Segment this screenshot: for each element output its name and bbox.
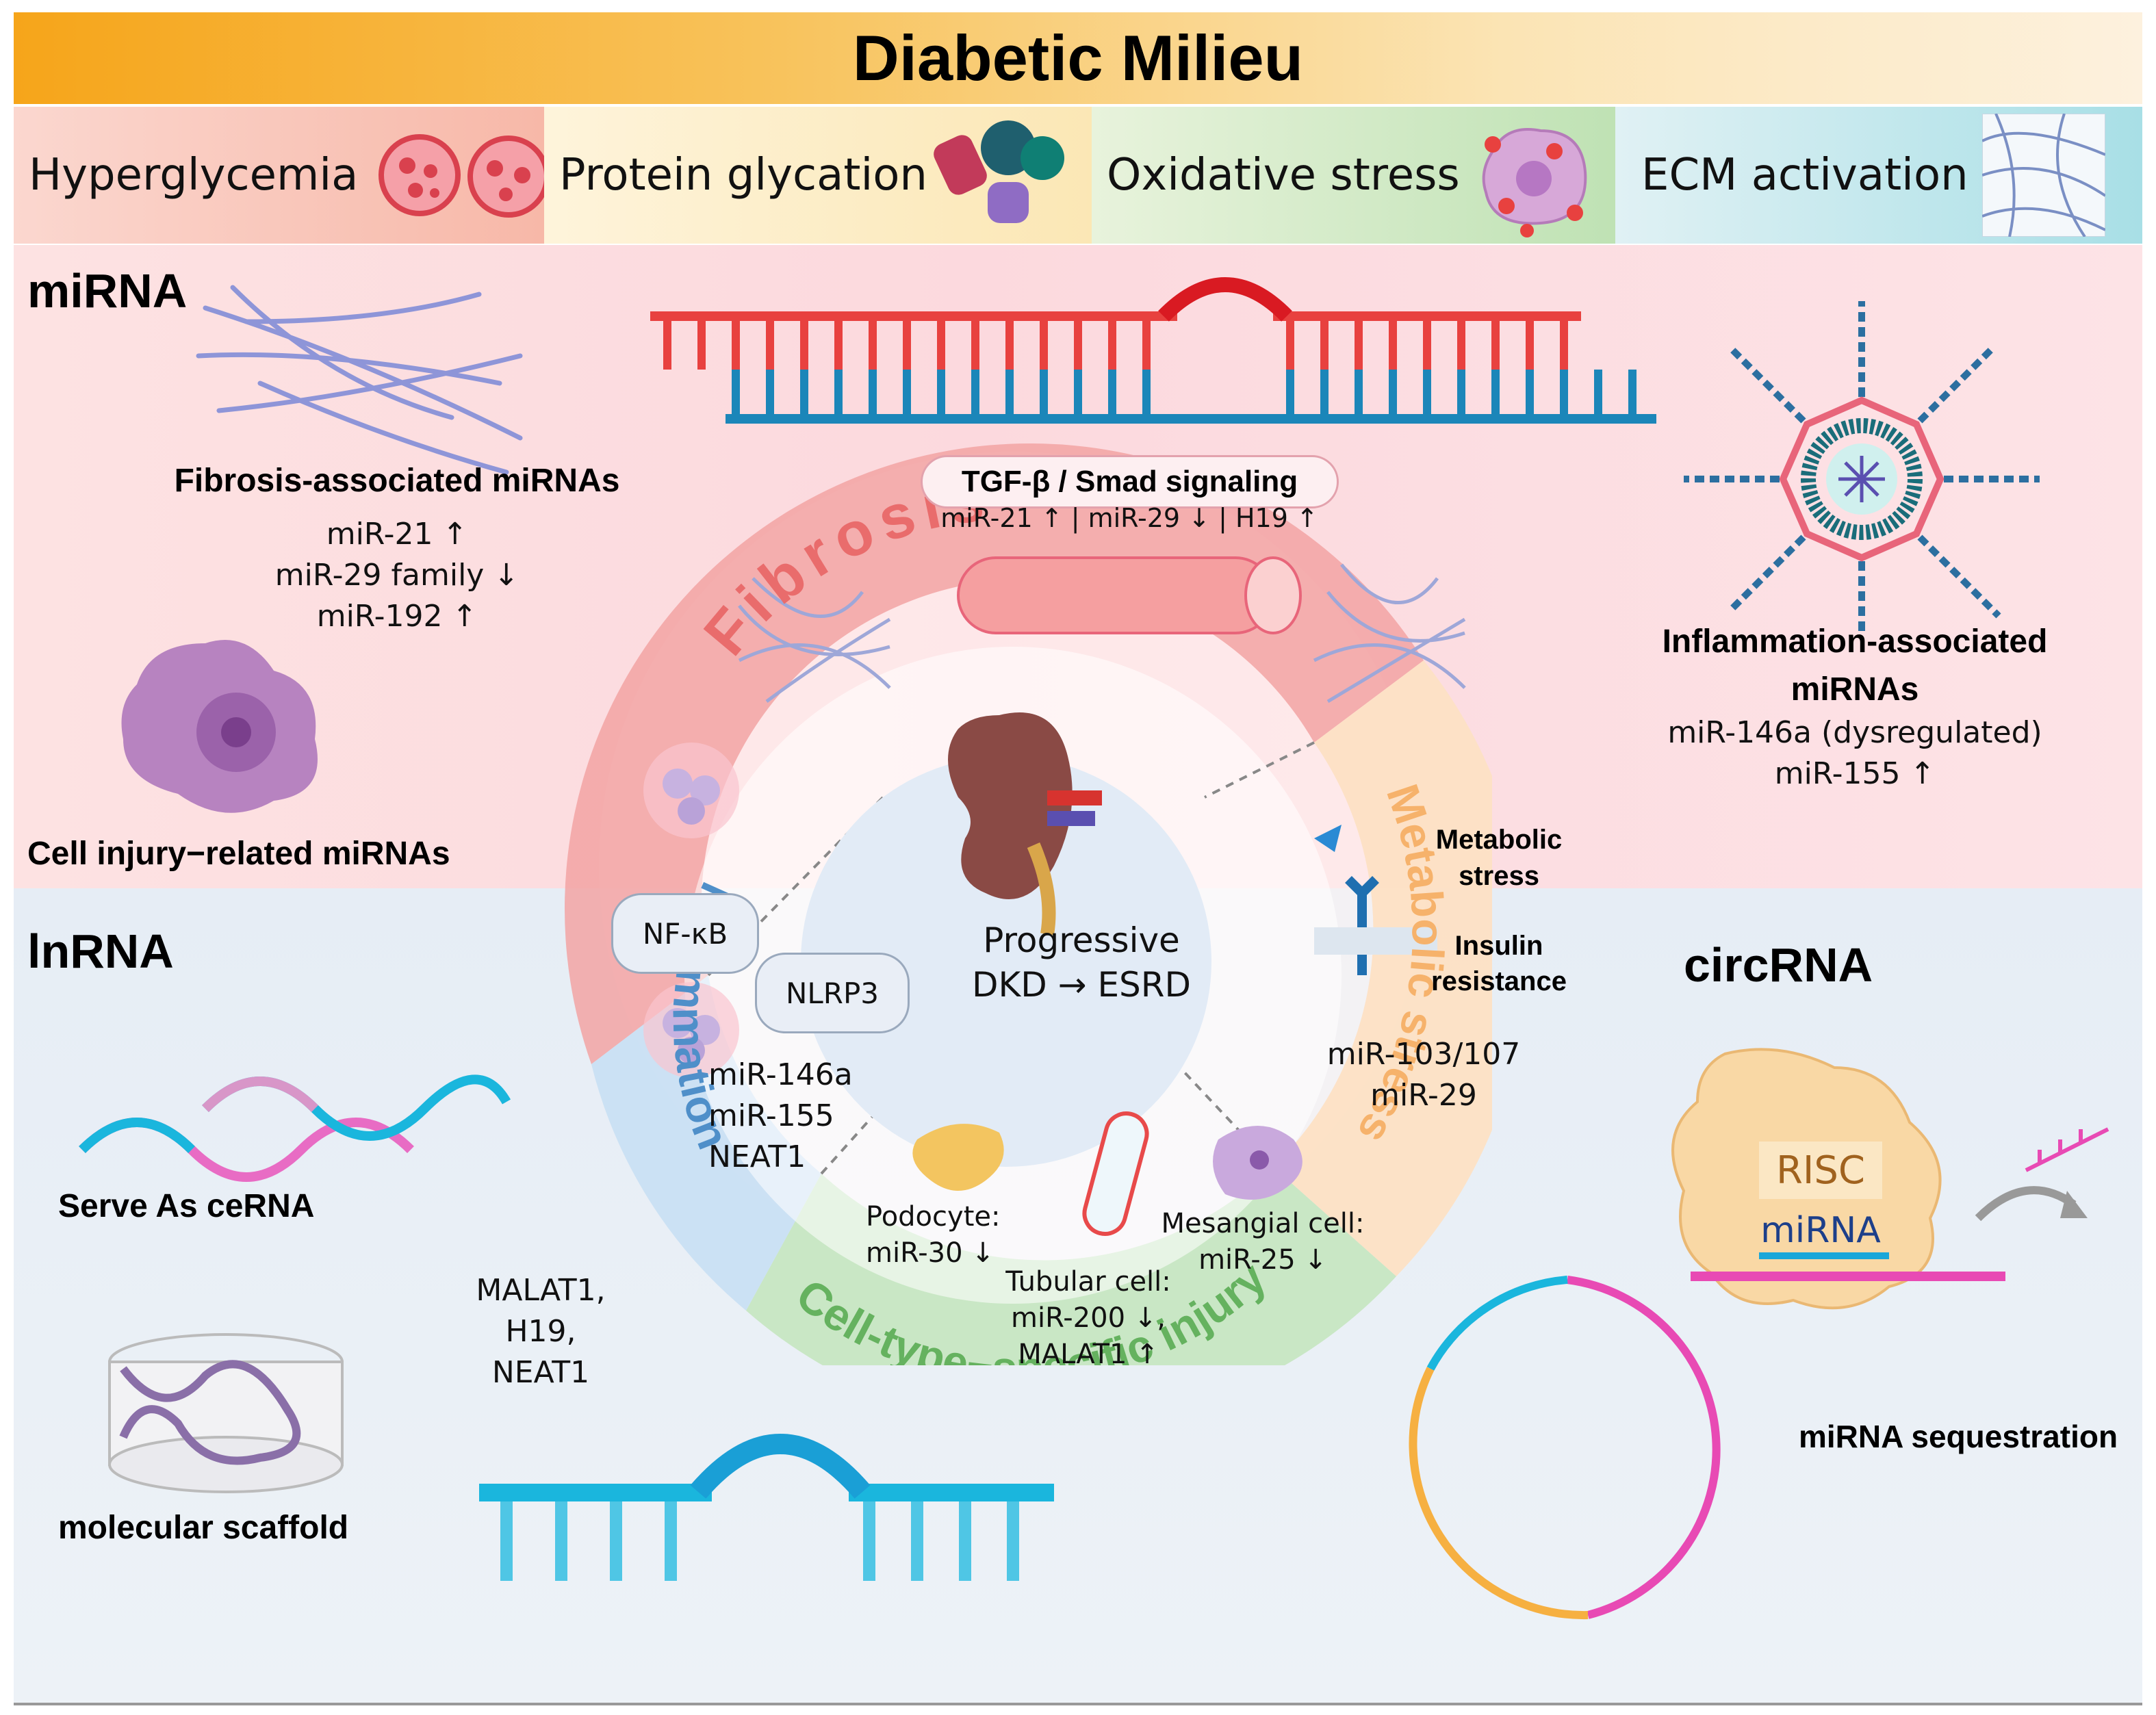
fibrosis-mirna-title: Fibrosis-associated miRNAs (174, 463, 620, 499)
fiber-bundle-icon (196, 285, 523, 475)
center-line-1: Progressive (983, 920, 1180, 960)
title-banner: Diabetic Milieu (14, 12, 2142, 104)
risc-box: RISC (1759, 1142, 1882, 1199)
metabolic-stress-label-2: stress (1459, 861, 1539, 891)
factor-label: Protein glycation (559, 150, 927, 201)
factor-oxidative-stress: Oxidative stress (1092, 107, 1615, 244)
factor-hyperglycemia: Hyperglycemia (14, 107, 544, 244)
insulin-resistance-label-1: Insulin (1454, 931, 1543, 961)
red-blood-cells-icon (378, 134, 544, 218)
center-line-2: DKD → ESRD (971, 965, 1192, 1005)
sequestration-label: miRNA sequestration (1799, 1419, 2118, 1454)
center-circle (801, 756, 1211, 1167)
fiber-mesh-icon (1981, 114, 2105, 237)
insulin-resistance-label-2: resistance (1431, 966, 1567, 996)
factor-protein-glycation: Protein glycation (544, 107, 1092, 244)
rna-duplex-icon (650, 277, 1656, 424)
inflam-mirna-1: miR-146a (708, 1057, 853, 1092)
inflammation-mirna-1: miR-146a (dysregulated) (1667, 715, 2042, 750)
metabolic-segment (1273, 660, 1492, 1276)
inflam-mirna-2: miR-155 (708, 1098, 834, 1133)
inflam-mirna-3: NEAT1 (708, 1139, 806, 1174)
insulin-receptor-icon (1314, 825, 1437, 975)
immune-cells-icon (643, 743, 739, 1078)
damaged-cell-icon (1482, 128, 1587, 237)
inflammation-mirna-title-2: miRNAs (1791, 671, 1919, 708)
pathway-wheel: Fibrosis Metabolic stress Inflammation C… (564, 443, 1492, 1365)
podocyte-icon (912, 1124, 1004, 1191)
inflammation-mirna-title-1: Inflammation-associated (1662, 623, 2048, 660)
mesangial-cell-icon (1213, 1126, 1302, 1200)
cerna-wave-icon (79, 1074, 511, 1182)
bottom-rule (14, 1703, 2142, 1705)
fibrosis-mirna-1: miR-21 ↑ (326, 517, 468, 552)
lnrna-name-2: H19, (505, 1314, 576, 1349)
lnrna-name-3: NEAT1 (491, 1355, 590, 1390)
mesangial-label: Mesangial cell: (1161, 1208, 1365, 1239)
lnrna-header: lnRNA (27, 925, 174, 978)
risc-complex-icon (1671, 1048, 2109, 1310)
mirna-header: miRNA (27, 264, 188, 318)
podocyte-label: Podocyte: (866, 1201, 1001, 1233)
metabolic-stress-label-1: Metabolic (1435, 825, 1563, 855)
risc-label: RISC (1775, 1148, 1866, 1193)
cell-injury-mirna-title: Cell injury−related miRNAs (27, 836, 450, 872)
metabolic-mirna-2: miR-29 (1370, 1078, 1477, 1113)
fibrosis-mirna-2: miR-29 family ↓ (274, 558, 519, 593)
factor-label: ECM activation (1641, 150, 1968, 201)
page-title: Diabetic Milieu (852, 22, 1304, 94)
inflammation-segment (591, 975, 821, 1311)
injured-cell-icon (121, 640, 318, 813)
glycated-proteins-icon (934, 120, 1064, 223)
tubular-cell-icon (1082, 1111, 1149, 1236)
metabolic-mirna-1: miR-103/107 (1326, 1037, 1521, 1072)
scaffold-label: molecular scaffold (58, 1510, 349, 1546)
inflammation-mirna-2: miR-155 ↑ (1774, 756, 1936, 791)
collagen-mesh-icon (738, 563, 1466, 704)
tgf-mirna-line: miR-21 ↑ | miR-29 ↓ | H19 ↑ (940, 503, 1318, 533)
fibrotic-tissue-icon (957, 556, 1302, 634)
tubular-malat1: MALAT1 ↑ (1018, 1339, 1159, 1370)
scaffold-icon (108, 1333, 344, 1493)
fibrosis-mirna-3: miR-192 ↑ (316, 599, 478, 634)
lnrna-hairpin-icon (479, 1434, 1054, 1581)
nfkb-label: NF-κB (642, 916, 728, 951)
nfkb-pill: NF-κB (611, 893, 759, 974)
cerna-label: Serve As ceRNA (58, 1188, 315, 1224)
circrna-header: circRNA (1684, 938, 1873, 992)
nlrp3-pill: NLRP3 (755, 953, 910, 1033)
risc-mirna-label: miRNA (1760, 1210, 1881, 1251)
kidney-icon (948, 712, 1102, 936)
tubular-mirna: miR-200 ↓, (1011, 1302, 1166, 1334)
circrna-ring-icon (1409, 1276, 1721, 1620)
podocyte-mirna: miR-30 ↓ (866, 1237, 994, 1269)
micelle-icon (1684, 301, 2040, 636)
tubular-label: Tubular cell: (1005, 1266, 1171, 1298)
tgf-smad-label: TGF-β / Smad signaling (961, 465, 1298, 498)
mesangial-mirna: miR-25 ↓ (1198, 1244, 1327, 1276)
factor-label: Oxidative stress (1107, 150, 1460, 201)
lnrna-name-1: MALAT1, (476, 1273, 606, 1308)
tgf-smad-pill: TGF-β / Smad signaling (921, 455, 1339, 508)
factor-ecm-activation: ECM activation (1615, 107, 2142, 244)
nlrp3-label: NLRP3 (785, 976, 880, 1010)
factor-label: Hyperglycemia (29, 150, 359, 201)
